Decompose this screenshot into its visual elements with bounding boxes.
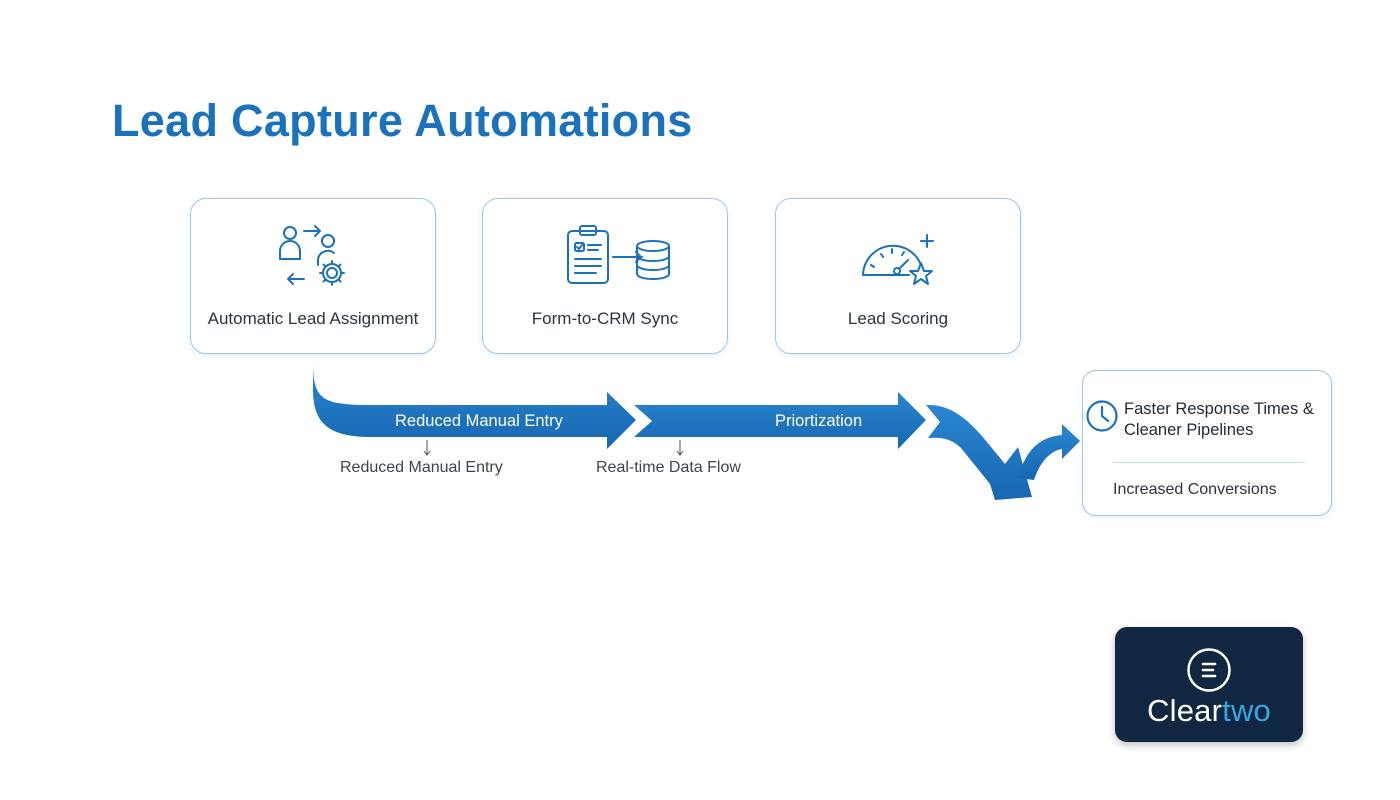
arrow-label-reduced-manual-entry: Reduced Manual Entry xyxy=(395,412,563,430)
note-reduced-manual-entry: Reduced Manual Entry xyxy=(340,459,503,476)
result-headline: Faster Response Times & Cleaner Pipeline… xyxy=(1124,400,1314,439)
arrow-label-priortization: Priortization xyxy=(775,412,863,430)
form-to-database-icon xyxy=(567,225,643,284)
cleartwo-logo: Cleartwo xyxy=(1115,627,1303,742)
flow-arrow-2 xyxy=(634,392,926,449)
note-pointer-2 xyxy=(676,440,684,456)
logo-text-two: two xyxy=(1222,693,1271,728)
card-lead-scoring[interactable]: Lead Scoring xyxy=(775,198,1021,354)
logo-mark-icon xyxy=(1187,648,1231,692)
note-real-time-data-flow: Real-time Data Flow xyxy=(596,459,741,476)
flow-arrow-4 xyxy=(1018,424,1080,480)
card-label: Form-to-CRM Sync xyxy=(531,309,679,328)
lead-assignment-icon xyxy=(279,225,345,286)
logo-text-clear: Clear xyxy=(1147,693,1223,728)
card-form-to-crm-sync[interactable]: Form-to-CRM Sync xyxy=(482,198,728,354)
card-automatic-lead-assignment[interactable]: Automatic Lead Assignment xyxy=(190,198,436,354)
card-label: Automatic Lead Assignment xyxy=(207,309,419,328)
result-box[interactable]: Faster Response Times & Cleaner Pipeline… xyxy=(1082,370,1332,516)
result-divider xyxy=(1113,462,1305,463)
clock-icon xyxy=(1086,400,1118,432)
flow-arrow-1 xyxy=(313,362,636,449)
card-label: Lead Scoring xyxy=(847,309,949,328)
page-title: Lead Capture Automations xyxy=(112,95,693,146)
database-icon xyxy=(636,240,670,280)
flow-arrow-3 xyxy=(926,404,1032,500)
result-subtext: Increased Conversions xyxy=(1113,481,1277,498)
score-gauge-star-icon xyxy=(862,234,934,285)
note-pointer-1 xyxy=(423,440,431,456)
logo-wordmark: Cleartwo xyxy=(1115,693,1303,729)
